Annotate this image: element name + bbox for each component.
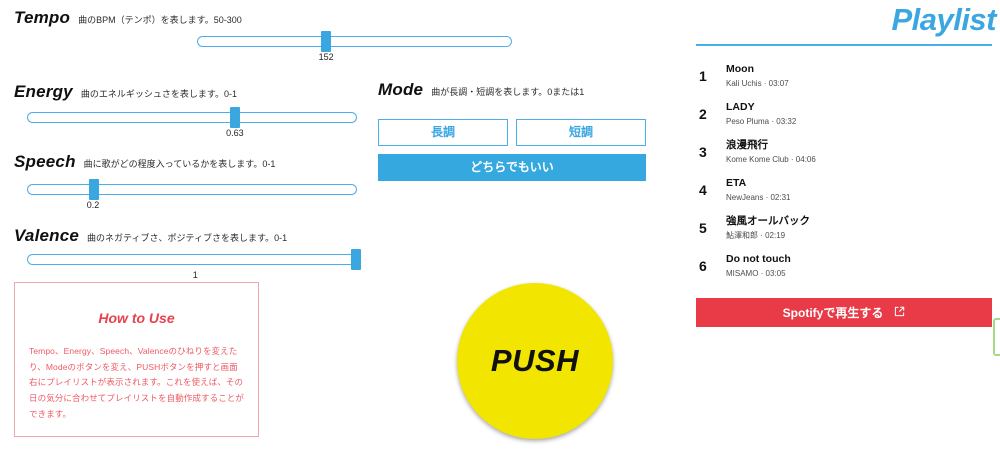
track-name: 強風オールバック [726, 215, 810, 228]
spotify-play-button-label: Spotifyで再生する [782, 306, 884, 320]
tempo-slider-wrap: 152 [197, 31, 512, 62]
track-meta: MISAMO · 03:05 [726, 268, 786, 278]
mode-button-row: 長調 短調 [378, 119, 646, 146]
param-block-energy: Energy 曲のエネルギッシュさを表します。0-1 [14, 82, 237, 102]
tempo-slider-value: 152 [318, 52, 334, 62]
tempo-slider-thumb[interactable] [321, 31, 332, 52]
valence-header: Valence 曲のネガティブさ、ポジティブさを表します。0-1 [14, 226, 287, 246]
tempo-slider[interactable] [197, 31, 512, 52]
playlist-panel: Playlist 1 Moon Kali Uchis · 03:07 2 LAD… [696, 0, 1000, 459]
track-row[interactable]: 1 Moon Kali Uchis · 03:07 [696, 57, 1000, 95]
valence-slider-wrap: 1 [27, 249, 361, 280]
track-info: ETA NewJeans · 02:31 [726, 176, 1000, 203]
edge-clipped-box [993, 318, 1000, 356]
tempo-title: Tempo [14, 8, 71, 27]
mode-title: Mode [378, 80, 424, 99]
track-row[interactable]: 3 浪漫飛行 Kome Kome Club · 04:06 [696, 133, 1000, 171]
mode-description: 曲が長調・短調を表します。0または1 [431, 87, 585, 97]
track-name: ETA [726, 177, 747, 190]
how-to-use-box: How to Use Tempo、Energy、Speech、Valenceのひ… [14, 282, 259, 437]
track-meta: Peso Pluma · 03:32 [726, 116, 797, 126]
track-meta: Kali Uchis · 03:07 [726, 78, 789, 88]
valence-description: 曲のネガティブさ、ポジティブさを表します。0-1 [87, 233, 288, 243]
mode-major-button[interactable]: 長調 [378, 119, 508, 146]
track-info: 浪漫飛行 Kome Kome Club · 04:06 [726, 138, 1000, 165]
valence-slider[interactable] [27, 249, 361, 270]
tempo-header: Tempo 曲のBPM（テンポ）を表します。50-300 [14, 8, 242, 28]
speech-slider-thumb[interactable] [88, 179, 99, 200]
track-list: 1 Moon Kali Uchis · 03:07 2 LADY Peso Pl… [696, 57, 1000, 285]
track-info: Moon Kali Uchis · 03:07 [726, 62, 1000, 89]
energy-slider-value: 0.63 [226, 128, 244, 138]
energy-slider-wrap: 0.63 [27, 107, 357, 138]
controls-panel: Tempo 曲のBPM（テンポ）を表します。50-300 152 Energy … [14, 8, 646, 439]
track-index: 1 [699, 68, 707, 84]
how-to-use-title: How to Use [98, 310, 175, 326]
valence-slider-thumb[interactable] [351, 249, 361, 270]
speech-header: Speech 曲に歌がどの程度入っているかを表します。0-1 [14, 152, 275, 172]
param-block-mode: Mode 曲が長調・短調を表します。0または1 長調 短調 どちらでもいい [378, 80, 646, 181]
param-block-valence: Valence 曲のネガティブさ、ポジティブさを表します。0-1 [14, 226, 287, 246]
track-index: 5 [699, 220, 707, 236]
track-row[interactable]: 5 強風オールバック 鮎澤和郎 · 02:19 [696, 209, 1000, 247]
mode-header: Mode 曲が長調・短調を表します。0または1 [378, 80, 646, 100]
track-info: Do not touch MISAMO · 03:05 [726, 252, 1000, 279]
external-link-icon [894, 306, 905, 320]
energy-slider[interactable] [27, 107, 357, 128]
track-name: Moon [726, 63, 754, 76]
speech-slider-value: 0.2 [86, 200, 100, 210]
speech-slider-wrap: 0.2 [27, 179, 357, 210]
track-meta: 鮎澤和郎 · 02:19 [726, 230, 786, 240]
speech-description: 曲に歌がどの程度入っているかを表します。0-1 [83, 159, 276, 169]
speech-title: Speech [14, 152, 76, 171]
track-meta: NewJeans · 02:31 [726, 192, 791, 202]
push-button[interactable]: PUSH [457, 283, 613, 439]
param-block-speech: Speech 曲に歌がどの程度入っているかを表します。0-1 [14, 152, 275, 172]
mode-minor-button[interactable]: 短調 [516, 119, 646, 146]
track-meta: Kome Kome Club · 04:06 [726, 154, 816, 164]
track-row[interactable]: 2 LADY Peso Pluma · 03:32 [696, 95, 1000, 133]
param-block-tempo: Tempo 曲のBPM（テンポ）を表します。50-300 [14, 8, 242, 28]
track-row[interactable]: 4 ETA NewJeans · 02:31 [696, 171, 1000, 209]
track-name: Do not touch [726, 253, 791, 266]
energy-description: 曲のエネルギッシュさを表します。0-1 [80, 89, 237, 99]
track-index: 6 [699, 258, 707, 274]
spotify-play-button[interactable]: Spotifyで再生する [696, 298, 992, 327]
energy-title: Energy [14, 82, 73, 101]
track-name: LADY [726, 101, 755, 114]
track-info: 強風オールバック 鮎澤和郎 · 02:19 [726, 214, 1000, 241]
playlist-divider [696, 44, 992, 46]
track-index: 3 [699, 144, 707, 160]
track-index: 2 [699, 106, 707, 122]
track-row[interactable]: 6 Do not touch MISAMO · 03:05 [696, 247, 1000, 285]
valence-slider-value: 1 [192, 270, 198, 280]
track-index: 4 [699, 182, 707, 198]
mode-either-button[interactable]: どちらでもいい [378, 154, 646, 181]
track-name: 浪漫飛行 [726, 139, 768, 152]
energy-header: Energy 曲のエネルギッシュさを表します。0-1 [14, 82, 237, 102]
track-info: LADY Peso Pluma · 03:32 [726, 100, 1000, 127]
playlist-title: Playlist [891, 2, 996, 37]
push-button-label: PUSH [490, 343, 580, 378]
tempo-description: 曲のBPM（テンポ）を表します。50-300 [78, 15, 242, 25]
valence-title: Valence [14, 226, 80, 245]
speech-slider[interactable] [27, 179, 357, 200]
how-to-use-body: Tempo、Energy、Speech、Valenceのひねりを変えたり、Mod… [29, 346, 245, 419]
energy-slider-thumb[interactable] [229, 107, 240, 128]
